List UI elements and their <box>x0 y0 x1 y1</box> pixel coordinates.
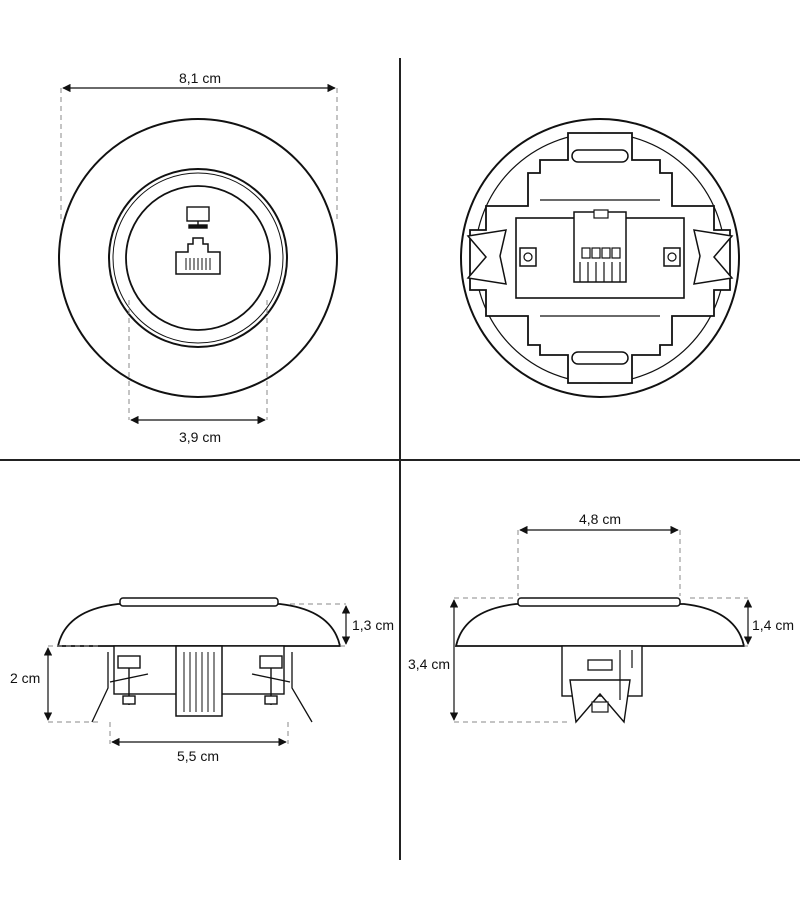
base-label: 5,5 cm <box>177 748 219 764</box>
cover-profile <box>56 603 342 647</box>
module-block <box>573 211 627 283</box>
bottom-slot <box>571 351 629 365</box>
base-dimension: 5,5 cm <box>109 722 289 764</box>
connector-block <box>175 645 223 717</box>
inner-ring-edge <box>112 172 284 344</box>
total-label: 3,4 cm <box>408 656 450 672</box>
contact-pins <box>579 247 621 282</box>
width-dimension: 8,1 cm <box>60 70 338 220</box>
height-dimension: 2 cm <box>10 645 100 723</box>
left-clip <box>91 652 109 723</box>
top-slot <box>571 149 629 163</box>
module-top <box>593 209 609 219</box>
right-screw-assembly <box>251 655 291 705</box>
width-label: 8,1 cm <box>179 70 221 86</box>
side-view-right: 4,8 cm 3,4 cm 1,4 cm <box>408 511 794 724</box>
cover-label: 1,3 cm <box>352 617 394 633</box>
rj45-port-icon <box>175 237 221 275</box>
side-view-left: 2 cm 1,3 cm 5,5 cm <box>10 597 394 764</box>
cover-dimension: 1,3 cm <box>290 603 394 647</box>
front-view: 8,1 cm 3,9 cm <box>58 70 338 445</box>
inner-label: 3,9 cm <box>179 429 221 445</box>
claw-right-view <box>569 679 631 724</box>
connector-ribs <box>183 652 215 712</box>
cover-label-right: 1,4 cm <box>752 617 794 633</box>
right-clip <box>291 652 313 723</box>
monitor-icon <box>186 206 210 229</box>
cover-top-cap-right <box>517 597 681 607</box>
cover-top-cap <box>119 597 279 607</box>
screw-head-top <box>587 659 613 671</box>
inner-dimension: 3,9 cm <box>128 300 268 445</box>
cover-dimension-right: 1,4 cm <box>690 597 794 647</box>
total-dimension: 3,4 cm <box>408 597 570 723</box>
right-claw <box>693 229 734 285</box>
left-screw-assembly <box>109 655 149 705</box>
cover-profile-right <box>454 603 746 647</box>
height-label: 2 cm <box>10 670 40 686</box>
top-label: 4,8 cm <box>579 511 621 527</box>
top-dimension: 4,8 cm <box>517 511 681 596</box>
rear-view <box>460 118 740 398</box>
left-claw <box>466 229 507 285</box>
